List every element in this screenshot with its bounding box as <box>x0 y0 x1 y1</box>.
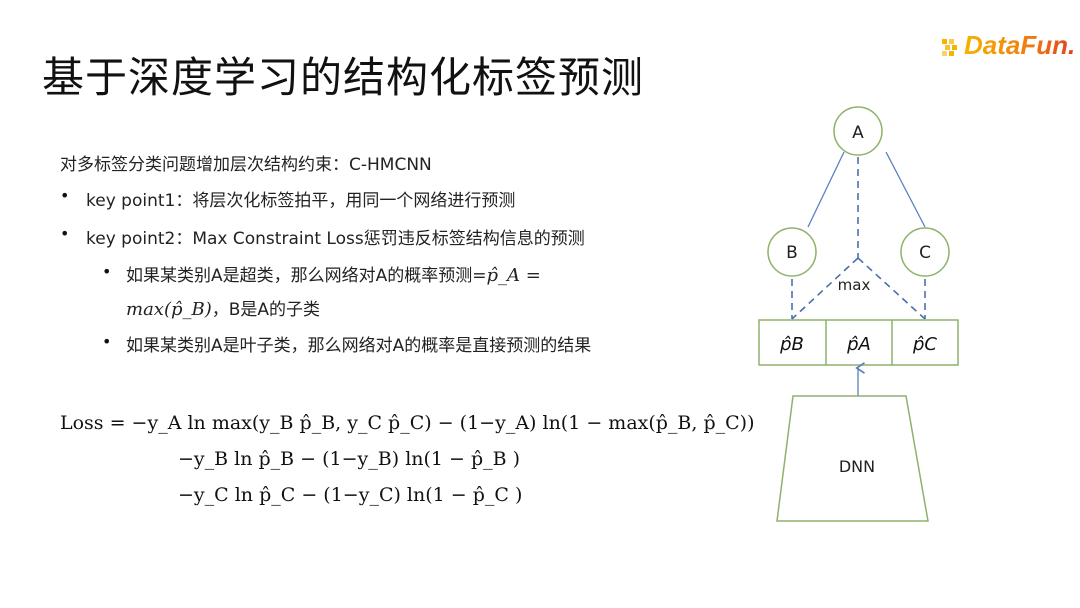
output-cell-pc: p̂C <box>912 334 937 355</box>
node-c <box>900 227 950 277</box>
output-layer <box>758 319 959 366</box>
node-a <box>833 106 883 156</box>
logo-text: DataFun. <box>964 30 1076 60</box>
slide-title: 基于深度学习的结构化标签预测 <box>42 53 645 102</box>
node-b <box>767 227 817 277</box>
bullet-2: key point2：Max Constraint Loss惩罚违反标签结构信息… <box>86 229 585 249</box>
sub-bullet-1-math: p̂_A = <box>486 265 541 286</box>
sub-bullet-1-line1: 如果某类别A是超类，那么网络对A的概率预测= <box>126 266 487 286</box>
sub-bullet-1: 如果某类别A是超类，那么网络对A的概率预测=p̂_A = <box>126 261 541 286</box>
dashed-max-c <box>857 257 926 320</box>
dnn-block <box>776 395 929 522</box>
edge-a-b <box>807 151 845 228</box>
logo-dots-icon <box>942 39 964 57</box>
intro-text: 对多标签分类问题增加层次结构约束：C-HMCNN <box>60 155 432 175</box>
edge-a-c <box>885 151 926 228</box>
loss-formula-line1: Loss = −y_A ln max(y_B p̂_B, y_C p̂_C) −… <box>60 412 755 434</box>
node-b-label: B <box>786 243 798 263</box>
node-c-label: C <box>919 243 931 263</box>
bullet-icon: • <box>60 186 70 205</box>
bullet-icon: • <box>102 262 112 281</box>
datafun-logo: DataFun. <box>942 30 1076 66</box>
bullet-icon: • <box>102 332 112 351</box>
max-label: max <box>838 276 871 294</box>
sub-bullet-1-line2: ，B是A的子类 <box>211 300 321 320</box>
sub-bullet-2: 如果某类别A是叶子类，那么网络对A的概率是直接预测的结果 <box>126 336 592 356</box>
output-cell-pb: p̂B <box>779 334 804 355</box>
bullet-icon: • <box>60 224 70 243</box>
dashed-max-b <box>791 257 859 320</box>
sub-bullet-1-cont: max(p̂_B)，B是A的子类 <box>126 295 320 320</box>
output-cell-pa: p̂A <box>846 334 871 355</box>
node-a-label: A <box>852 123 864 143</box>
loss-formula-line2: −y_B ln p̂_B − (1−y_B) ln(1 − p̂_B ) <box>178 448 521 470</box>
dnn-label: DNN <box>839 457 875 476</box>
hierarchy-diagram: A B C max p̂B p̂A p̂C DNN <box>758 106 959 522</box>
loss-formula-line3: −y_C ln p̂_C − (1−y_C) ln(1 − p̂_C ) <box>178 484 523 506</box>
bullet-1: key point1：将层次化标签拍平，用同一个网络进行预测 <box>86 191 516 211</box>
sub-bullet-1-math2: max(p̂_B) <box>126 299 212 320</box>
